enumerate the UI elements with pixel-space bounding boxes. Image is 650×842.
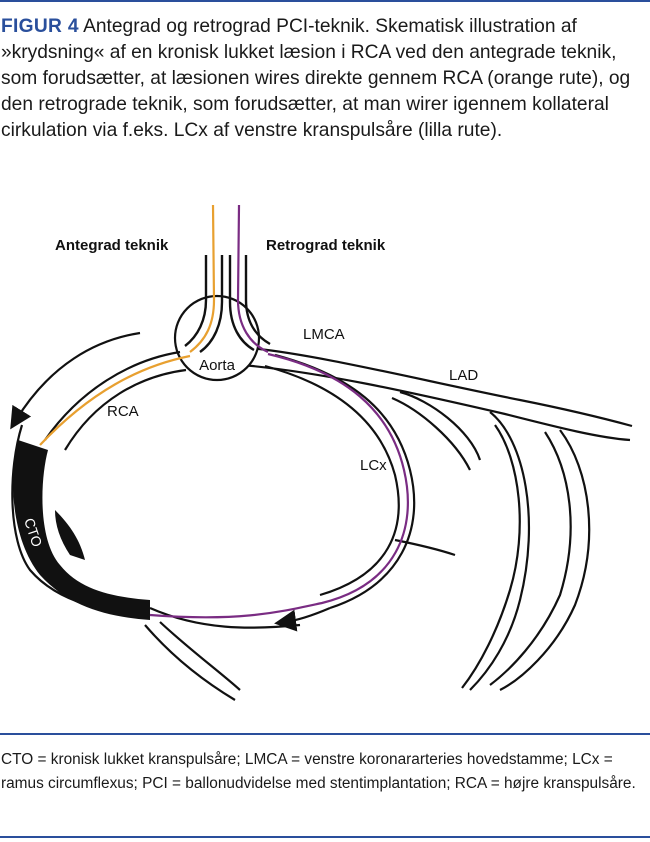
antegrade-label: Antegrad teknik xyxy=(55,237,169,254)
lad-artery xyxy=(241,346,633,691)
antegrade-wire-top xyxy=(189,204,216,353)
pci-diagram: Antegrad teknik Retrograd teknik Aorta L… xyxy=(10,204,633,701)
caption-text: Antegrad og retrograd PCI-teknik. Skemat… xyxy=(1,16,631,141)
retrograde-label: Retrograd teknik xyxy=(266,237,386,254)
lmca-label: LMCA xyxy=(303,326,345,343)
figure-caption: FIGUR 4 Antegrad og retrograd PCI-teknik… xyxy=(1,14,646,144)
top-rule xyxy=(0,0,650,2)
footnote-rule xyxy=(0,733,650,735)
antegrade-wire-rca xyxy=(39,354,191,446)
figure-label: FIGUR 4 xyxy=(1,16,79,37)
lad-label: LAD xyxy=(449,367,478,384)
lcx-artery xyxy=(264,353,456,632)
footnote: CTO = kronisk lukket kranspulsåre; LMCA … xyxy=(1,751,636,792)
lcx-label: LCx xyxy=(360,457,387,474)
retrograde-wire-top xyxy=(236,204,269,354)
cto-side-branch xyxy=(55,510,85,560)
cto-segment xyxy=(13,440,150,620)
bottom-rule xyxy=(0,836,650,838)
aorta-label: Aorta xyxy=(199,357,236,374)
retrograde-wire-lcx xyxy=(149,352,409,619)
catheter-outlines xyxy=(184,255,271,353)
aorta-circle xyxy=(173,294,261,382)
rca-label: RCA xyxy=(107,403,139,420)
rca-distal xyxy=(144,606,301,701)
